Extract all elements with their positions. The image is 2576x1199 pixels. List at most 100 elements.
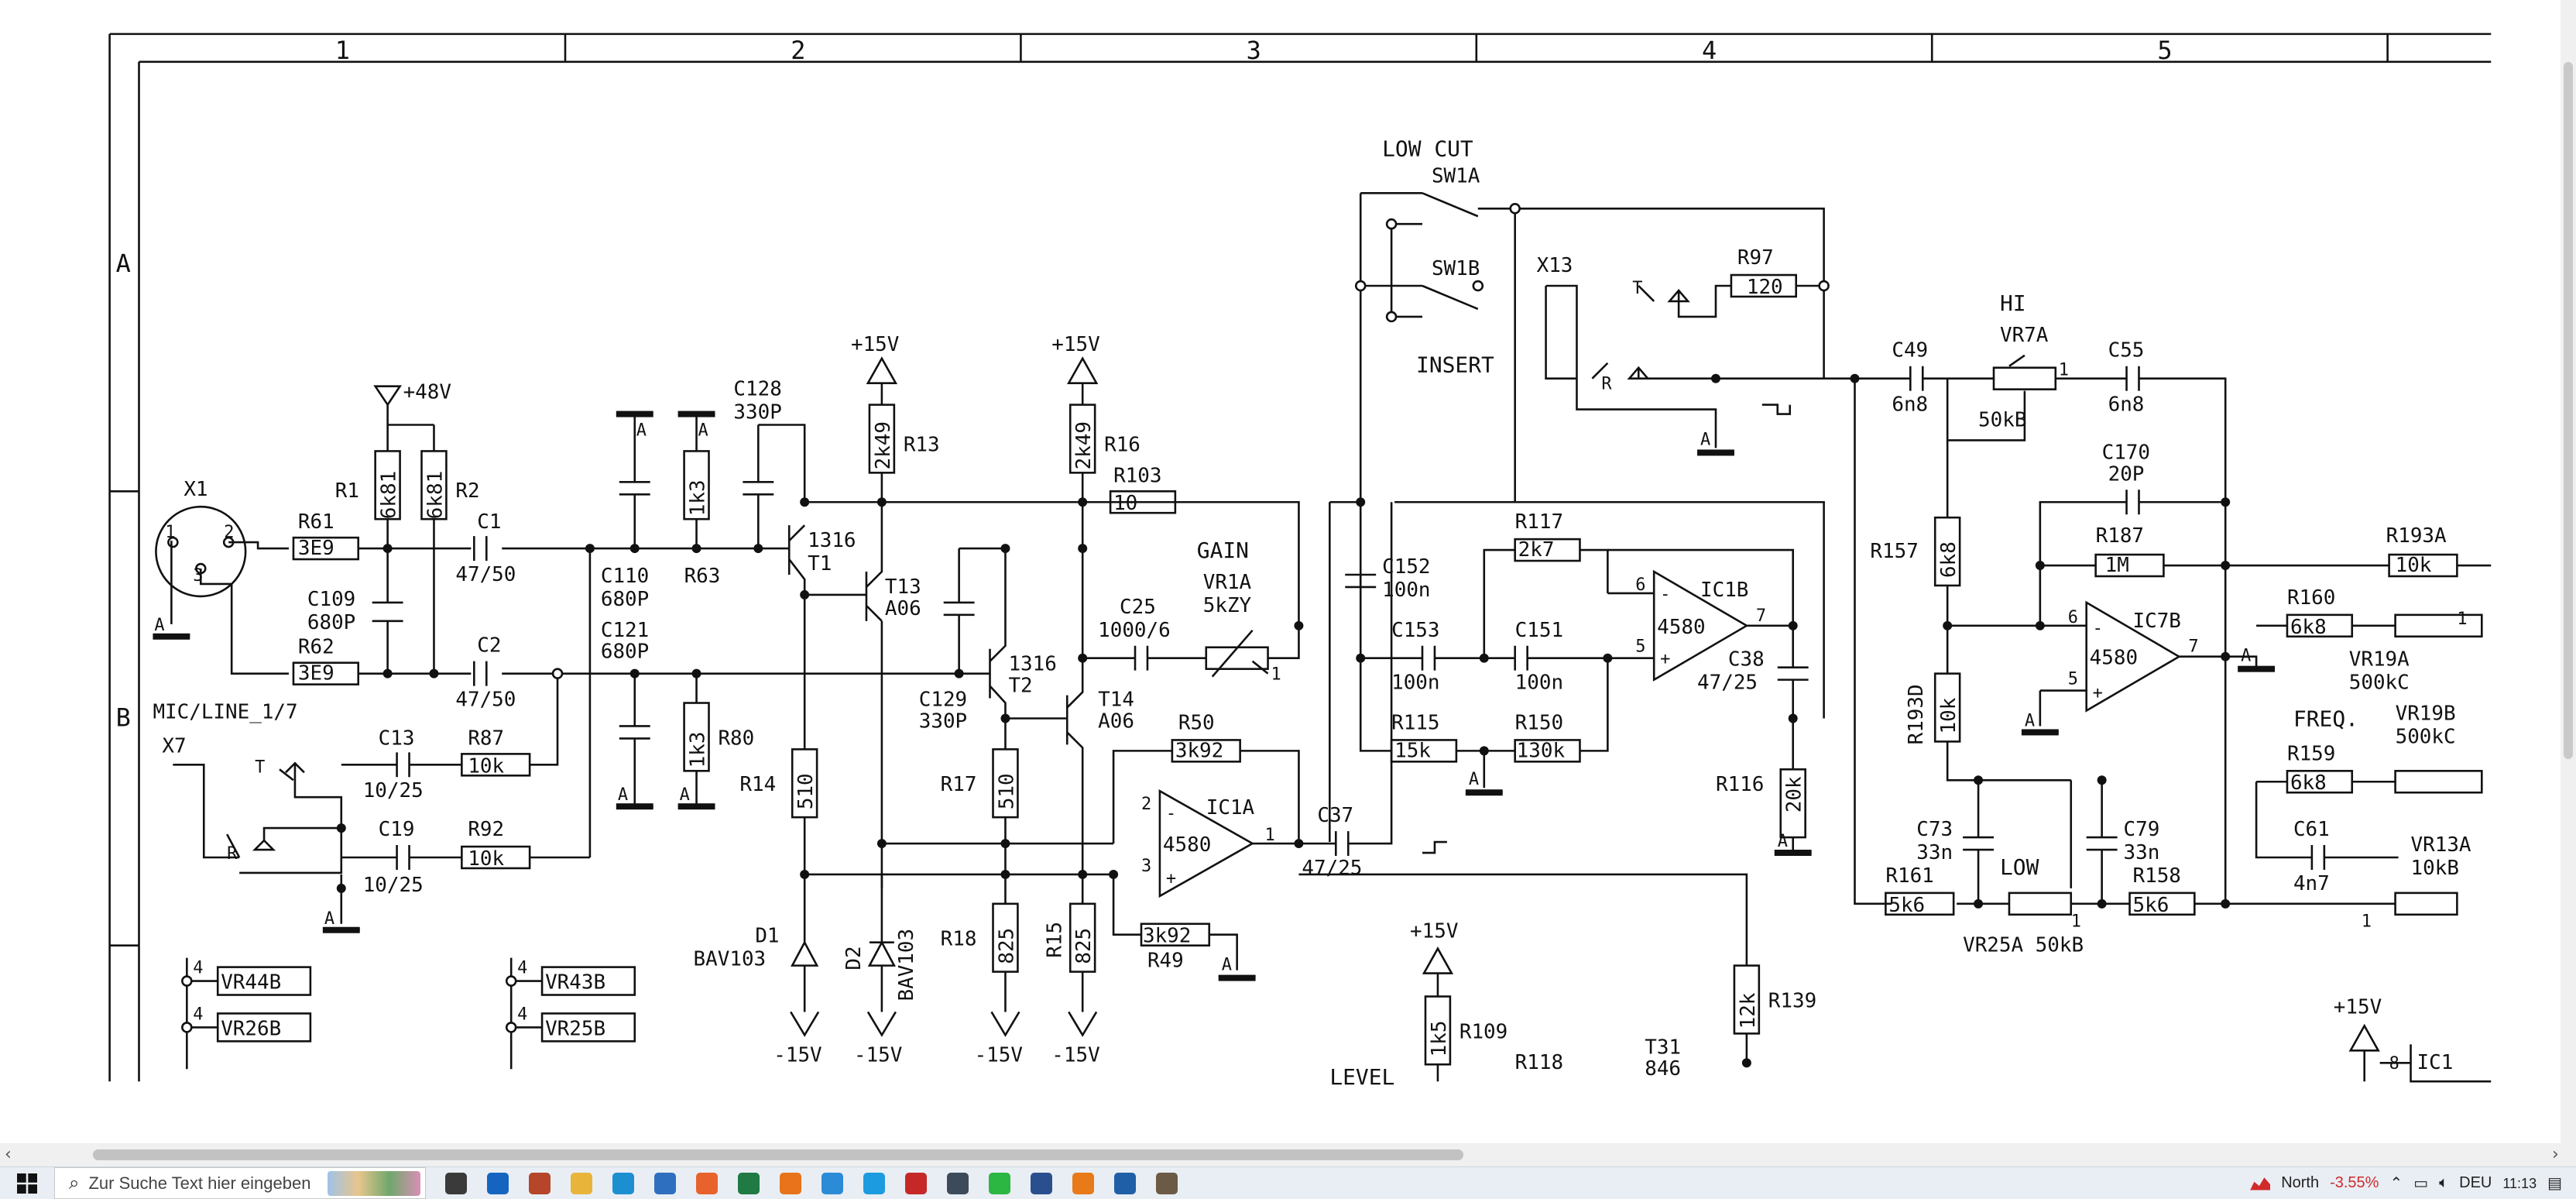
col-label-4: 4 [1702,36,1717,65]
value-r49: 3k92 [1143,925,1191,948]
taskbar-search-box[interactable]: ⌕ Zur Suche Text hier eingeben [54,1167,426,1199]
gimp-icon[interactable] [1146,1167,1188,1199]
volume-icon[interactable]: 🔈︎ [2439,1174,2449,1191]
row-label-b: B [116,703,131,732]
label-t13: T13 [885,575,921,599]
search-highlight-image [328,1171,420,1196]
pin-ic1b-5: 5 [1635,637,1645,657]
taskbar-app-glyph [989,1172,1010,1194]
scroll-right-icon[interactable]: › [2552,1145,2559,1164]
sign-ic1a-minus: - [1166,804,1176,823]
sign-ic1b-plus: + [1660,650,1670,669]
label-x1: X1 [184,478,208,501]
telegram-icon[interactable] [811,1167,853,1199]
notification-icon[interactable]: ▤ [2547,1175,2562,1192]
label-sw1b: SW1B [1432,257,1480,280]
label-vr25b: VR25B [545,1017,605,1040]
taskbar-app-glyph [654,1172,676,1194]
start-button[interactable] [0,1167,54,1199]
label-ic1: IC1 [2417,1051,2454,1074]
value-r50: 3k92 [1175,739,1223,762]
edge-icon[interactable] [602,1167,644,1199]
stock-chart-icon[interactable] [2250,1177,2271,1190]
label-p48: +48V [403,381,451,404]
part-t13: A06 [885,597,921,620]
gnd-r115: A [1469,770,1479,789]
pin-vr26b-4: 4 [193,1005,203,1024]
pdf-icon[interactable] [895,1167,937,1199]
pin-ic1a-1: 1 [1265,826,1275,845]
whatsapp-icon[interactable] [979,1167,1020,1199]
steam-icon[interactable] [937,1167,979,1199]
label-c152: C152 [1382,555,1430,579]
part-d2: BAV103 [895,929,918,1001]
label-p15d: +15V [2334,995,2382,1019]
col-label-2: 2 [791,36,805,65]
taskbar-app-glyph [822,1172,843,1194]
label-r61: R61 [298,510,334,534]
label-c129: C129 [919,689,967,712]
skype-icon[interactable] [853,1167,895,1199]
horizontal-scrollbar[interactable]: ‹ › [0,1143,2576,1166]
vertical-scrollbar[interactable] [2561,0,2576,1143]
value-r63: 1k3 [687,479,710,516]
notepad-icon[interactable] [1104,1167,1146,1199]
mail-icon[interactable] [477,1167,519,1199]
clock[interactable]: 11:13 [2502,1175,2537,1191]
market-change[interactable]: -3.55% [2330,1174,2379,1191]
value-c121: 680P [601,641,649,664]
pin-x1-2: 2 [224,523,234,542]
value-vr19b: 500kC [2396,725,2456,748]
file-explorer-icon[interactable] [561,1167,602,1199]
label-r49: R49 [1147,950,1184,973]
taskbar-app-glyph [529,1172,551,1194]
market-name[interactable]: North [2281,1174,2320,1191]
label-r103: R103 [1113,464,1161,487]
value-r109: 1k5 [1428,1021,1451,1057]
calendar-icon[interactable] [644,1167,686,1199]
pin-vr1a-1: 1 [1271,665,1281,685]
excel-icon[interactable] [728,1167,770,1199]
chevron-up-icon[interactable]: ⌃ [2389,1175,2403,1192]
label-r62: R62 [298,636,334,659]
label-t31: T31 [1645,1036,1681,1059]
task-view-icon[interactable] [435,1167,477,1199]
pin-ic1a-2: 2 [1141,795,1151,814]
jack-x13-t: T [1632,279,1642,298]
language-indicator[interactable]: DEU [2459,1174,2492,1191]
firefox-icon[interactable] [686,1167,728,1199]
label-t1: T1 [808,552,832,575]
label-c61: C61 [2293,818,2330,841]
label-c73: C73 [1916,818,1953,841]
network-icon[interactable]: ▭ [2413,1175,2429,1192]
label-m15c: -15V [975,1043,1023,1067]
value-c110: 680P [601,588,649,611]
value-r15: 825 [1072,928,1096,964]
value-c170: 20P [2108,462,2145,486]
label-r50: R50 [1178,711,1215,734]
vlc-icon[interactable] [1062,1167,1104,1199]
label-r161: R161 [1885,864,1933,888]
label-lowcut: LOW CUT [1382,136,1473,161]
value-c79: 33n [2124,841,2160,864]
label-c79: C79 [2124,818,2160,841]
store-icon[interactable] [519,1167,561,1199]
kicad-icon[interactable] [1020,1167,1062,1199]
label-c121: C121 [601,619,649,642]
horizontal-scroll-thumb[interactable] [93,1149,1463,1160]
taskbar-app-glyph [612,1172,634,1194]
vertical-scroll-thumb[interactable] [2564,62,2573,759]
value-r61: 3E9 [298,537,334,560]
label-x13: X13 [1537,254,1573,277]
label-r17: R17 [941,773,977,796]
value-r16: 2k49 [1072,421,1096,469]
label-low: LOW [2000,854,2039,880]
value-r139: 12k [1737,992,1760,1029]
app-f-icon[interactable] [770,1167,811,1199]
schematic-viewer[interactable]: 1 2 3 4 5 A B X1 R61 3E9 R62 3E9 R1 6k81… [0,0,2576,1143]
gnd-r49: A [1222,956,1232,975]
label-vr13a: VR13A [2411,833,2471,857]
scroll-left-icon[interactable]: ‹ [5,1145,12,1164]
value-c55: 6n8 [2108,393,2145,417]
label-r187: R187 [2096,524,2144,548]
